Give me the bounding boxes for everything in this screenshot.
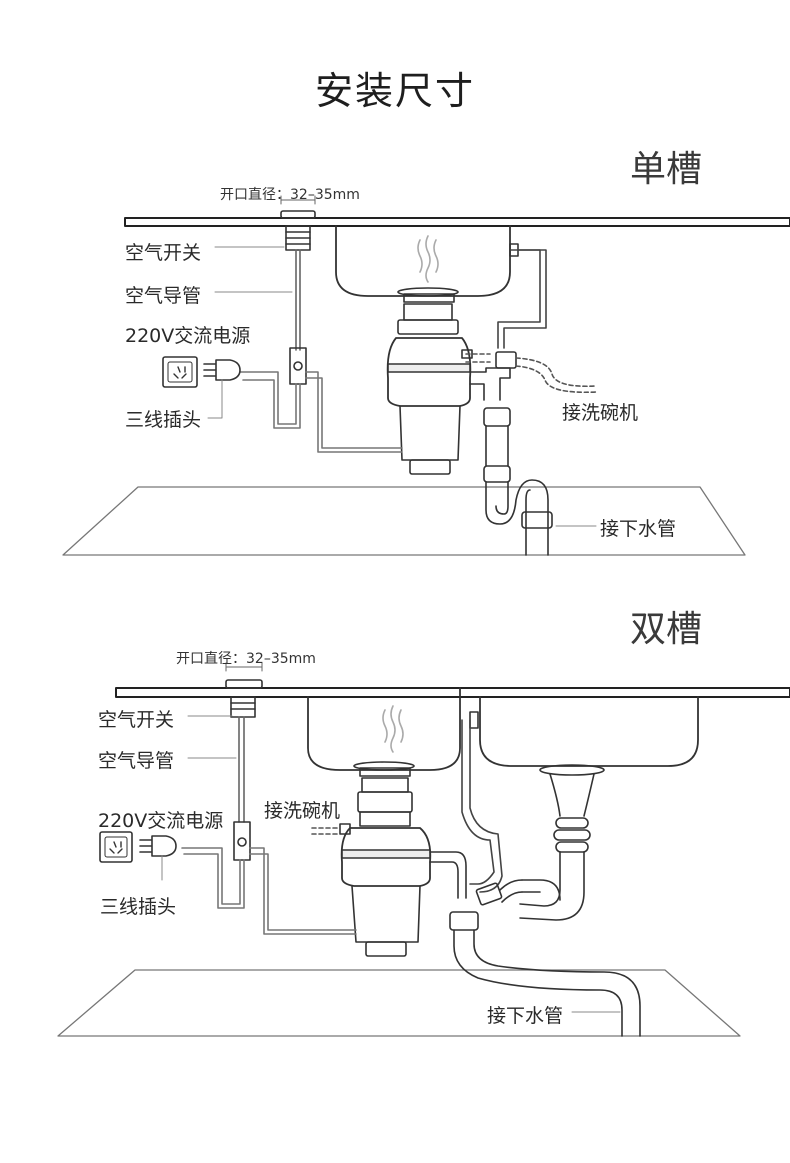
dishwasher-hose bbox=[465, 353, 597, 388]
single-air-switch-label: 空气开关 bbox=[125, 242, 202, 264]
single-power-label: 220V交流电源 bbox=[125, 325, 251, 347]
disposer-lower bbox=[399, 405, 461, 461]
double-sink-diagram bbox=[57, 662, 790, 1037]
page-title: 安装尺寸 bbox=[314, 69, 475, 113]
single-sink-diagram bbox=[62, 195, 790, 556]
double-power-label: 220V交流电源 bbox=[98, 810, 224, 832]
three-pin-plug bbox=[203, 359, 241, 381]
single-plug-label: 三线插头 bbox=[125, 409, 202, 431]
cabinet-floor-2 bbox=[57, 969, 741, 1037]
single-dishwasher-label: 接洗碗机 bbox=[562, 402, 639, 424]
right-basin bbox=[479, 696, 699, 767]
double-air-tube-label: 空气导管 bbox=[98, 750, 175, 772]
power-socket-2 bbox=[99, 831, 133, 863]
left-basin bbox=[307, 687, 461, 771]
double-dishwasher-label: 接洗碗机 bbox=[264, 800, 341, 822]
double-drain-label: 接下水管 bbox=[487, 1005, 564, 1027]
countertop bbox=[124, 217, 790, 227]
single-opening-diameter: 开口直径：32–35mm bbox=[220, 187, 360, 203]
disposer-mount bbox=[403, 303, 453, 321]
sink-basin bbox=[335, 225, 511, 297]
double-sink-heading: 双槽 bbox=[630, 609, 703, 650]
air-switch bbox=[280, 210, 316, 219]
double-air-switch-label: 空气开关 bbox=[98, 709, 175, 731]
pneumatic-switch bbox=[289, 347, 307, 385]
power-socket bbox=[162, 356, 198, 388]
double-plug-label: 三线插头 bbox=[100, 896, 177, 918]
countertop-2 bbox=[115, 687, 790, 698]
pneumatic-switch-2 bbox=[233, 821, 251, 861]
air-switch-2 bbox=[225, 679, 263, 689]
single-air-tube-label: 空气导管 bbox=[125, 285, 202, 307]
double-opening-diameter: 开口直径：32–35mm bbox=[176, 651, 316, 667]
cabinet-floor bbox=[62, 486, 746, 556]
p-trap bbox=[485, 479, 549, 556]
single-sink-heading: 单槽 bbox=[630, 149, 703, 190]
single-drain-label: 接下水管 bbox=[600, 518, 677, 540]
three-pin-plug-2 bbox=[139, 835, 177, 857]
drain-pipe-2 bbox=[453, 929, 641, 1037]
